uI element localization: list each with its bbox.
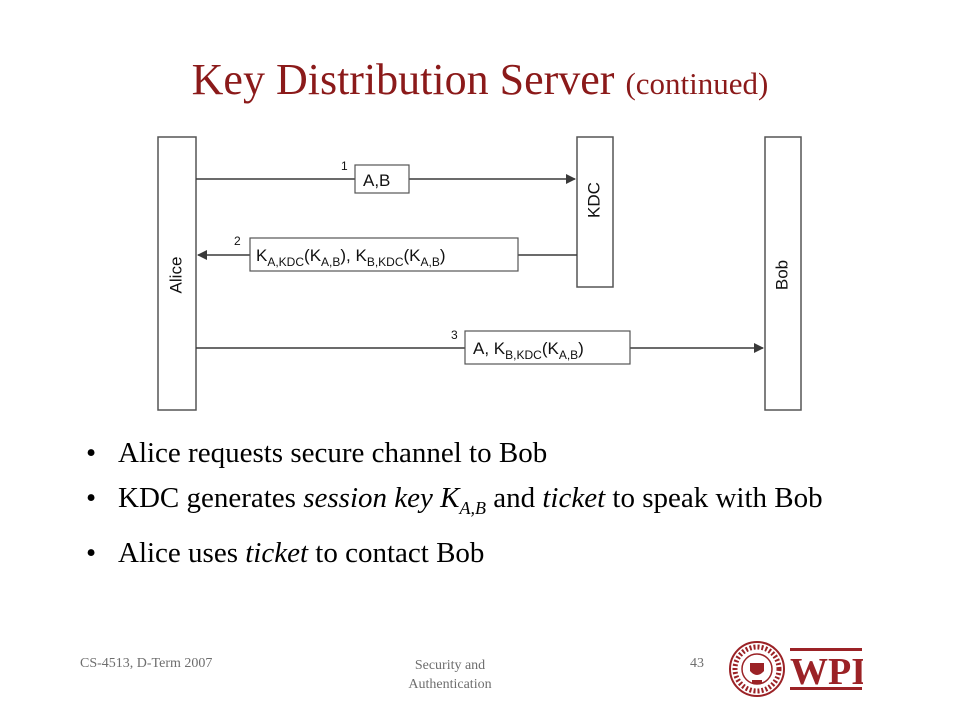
wpi-wordmark: WPI (790, 648, 863, 693)
bullet-2-text-c: to speak with Bob (605, 482, 823, 514)
kdc-box (576, 136, 614, 288)
footer-topic-line1: Security and (414, 658, 486, 673)
footer-course: CS-4513, D-Term 2007 (80, 656, 213, 671)
bullet-2-ticket: ticket (542, 482, 606, 514)
bullet-dot: • (86, 482, 97, 514)
bullet-3-text-b: to contact Bob (308, 536, 485, 569)
bullet-3-ticket: ticket (245, 536, 309, 569)
bullet-dot: • (86, 437, 97, 469)
bob-box (764, 136, 802, 411)
title-main: Key Distribution Server (191, 55, 615, 104)
bullet-3-text-a: Alice uses (118, 536, 246, 569)
footer-topic-line2: Authentication (408, 677, 492, 692)
message-3-number: 3 (451, 328, 458, 342)
footer-topic: Security and Authentication (330, 656, 570, 694)
message-3-box (464, 330, 631, 365)
bullet-list: • Alice requests secure channel to Bob •… (86, 436, 846, 581)
message-1-box (354, 164, 410, 194)
message-2-number: 2 (234, 234, 241, 248)
bullet-3: • Alice uses ticket to contact Bob (86, 536, 846, 571)
bullet-2-session-key: session key K (303, 482, 460, 514)
message-1-number: 1 (341, 159, 348, 173)
message-2-box (249, 237, 519, 272)
bullet-2: • KDC generates session key KA,B and tic… (86, 481, 846, 526)
bullet-1: • Alice requests secure channel to Bob (86, 436, 846, 471)
message-1-text: A,B (363, 171, 390, 190)
alice-label: Alice (166, 257, 185, 294)
bullet-1-text: Alice requests secure channel to Bob (118, 437, 548, 469)
title-suffix: (continued) (625, 66, 769, 101)
bob-label: Bob (772, 260, 791, 290)
bullet-2-subscript: A,B (459, 497, 486, 518)
wpi-wordmark-text: WPI (790, 651, 863, 693)
bullet-dot: • (86, 536, 97, 569)
wpi-seal-icon (729, 641, 785, 697)
slide-title: Key Distribution Server (continued) (0, 58, 960, 102)
message-3-text: A, KB,KDC(KA,B) (473, 339, 584, 362)
bullet-2-text-b: and (485, 482, 543, 514)
footer-page-number: 43 (690, 656, 704, 671)
kdc-label: KDC (584, 182, 603, 218)
bullet-2-text-a: KDC generates (118, 482, 304, 514)
alice-box (157, 136, 197, 411)
wpi-logo: WPI (729, 641, 863, 697)
